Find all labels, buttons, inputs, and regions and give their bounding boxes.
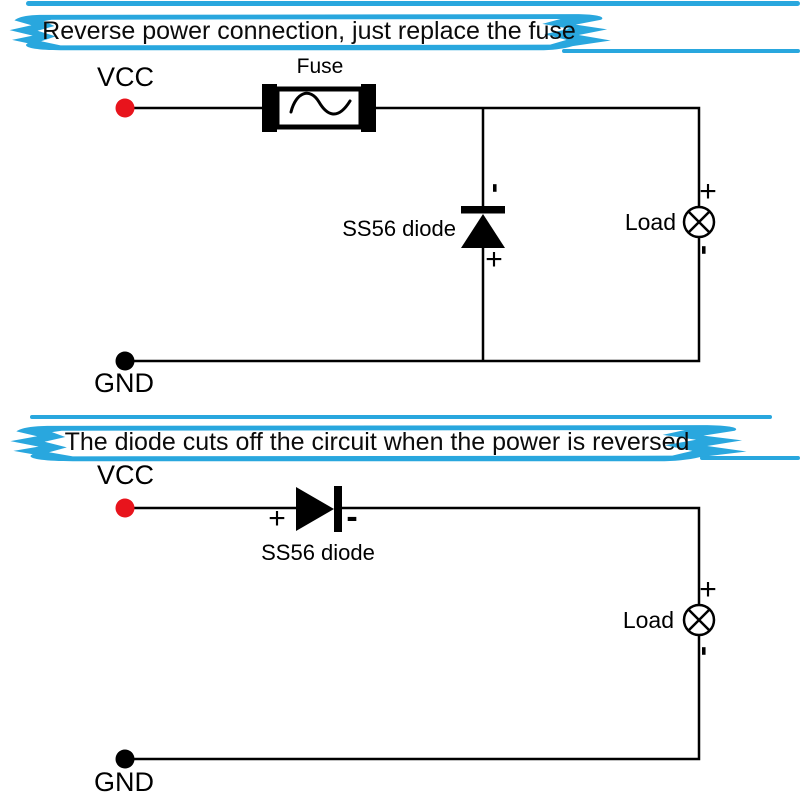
- brush-streak-tail-2: [700, 456, 800, 460]
- fuse-body: [274, 86, 364, 130]
- gnd-label: GND: [94, 368, 154, 398]
- fuse-left-cap: [262, 84, 277, 132]
- wire: [342, 506, 701, 605]
- circuit1-graphic: [115, 84, 716, 371]
- vcc-label: VCC: [97, 62, 155, 92]
- diode-cathode-bar: [461, 206, 505, 214]
- vcc-terminal-dot: [115, 498, 135, 518]
- load-symbol: [682, 205, 716, 239]
- load-minus-sign: -: [689, 646, 722, 656]
- gnd-label: GND: [94, 767, 154, 797]
- load-plus-sign: +: [699, 573, 717, 606]
- diode-anode-plus-sign: +: [485, 243, 503, 276]
- diode-triangle: [461, 214, 505, 248]
- brush-streak-top-2: [30, 415, 772, 419]
- load-symbol: [682, 603, 716, 637]
- banner-top: Reverse power connection, just replace t…: [6, 10, 612, 53]
- diode-cathode-bar: [334, 486, 342, 532]
- gnd-terminal-dot: [115, 749, 135, 769]
- circuit2-graphic: [115, 486, 716, 769]
- fuse-sine-wave: [289, 91, 352, 116]
- banner-bottom: The diode cuts off the circuit when the …: [6, 421, 748, 464]
- fuse-right-cap: [361, 84, 376, 132]
- diode-label: SS56 diode: [261, 540, 375, 565]
- diode-triangle: [296, 487, 334, 531]
- vcc-terminal-dot: [115, 98, 135, 118]
- load-label: Load: [622, 607, 674, 633]
- brush-white-band: [44, 430, 697, 457]
- fuse-symbol: [262, 84, 376, 132]
- load-plus-sign: +: [699, 175, 717, 208]
- load-label: Load: [624, 209, 676, 235]
- vcc-label: VCC: [97, 460, 155, 490]
- banner-top-text: Reverse power connection, just replace t…: [42, 17, 576, 45]
- brush-streak-tail-1: [562, 49, 800, 53]
- ss56-diode-symbol: [461, 206, 505, 248]
- wire: [125, 237, 701, 363]
- load-x-mark: [687, 608, 711, 632]
- diode-label: SS56 diode: [342, 216, 456, 241]
- diode-cathode-minus-sign: -: [346, 498, 358, 536]
- diode-cathode-minus-sign: -: [480, 183, 513, 193]
- diode-anode-plus-sign: +: [268, 502, 286, 535]
- load-x-mark: [687, 210, 711, 234]
- load-minus-sign: -: [689, 245, 722, 255]
- banner-bottom-text: The diode cuts off the circuit when the …: [64, 428, 690, 456]
- wire: [376, 106, 701, 207]
- brush-white-band: [37, 19, 570, 46]
- brush-stroke-graphic: [9, 14, 611, 51]
- brush-stroke-graphic: [10, 425, 747, 462]
- fuse-label: Fuse: [296, 55, 344, 78]
- ss56-diode-symbol: [296, 486, 342, 532]
- gnd-terminal-dot: [115, 351, 135, 371]
- brush-streak-top-1: [26, 1, 800, 6]
- wire: [125, 635, 701, 761]
